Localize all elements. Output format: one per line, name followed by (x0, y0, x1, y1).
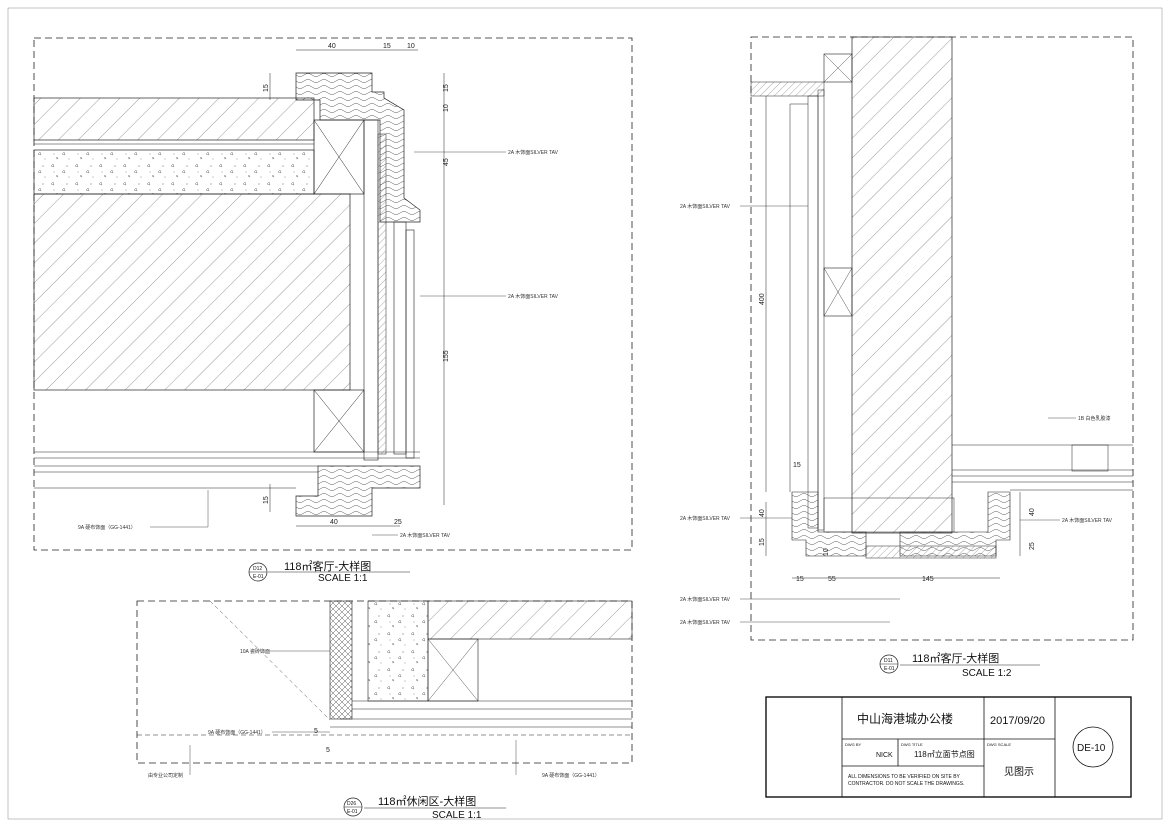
dim-d11-10: 10 (823, 548, 830, 556)
dim-d11-r25: 25 (1029, 542, 1036, 550)
dim-d11-40: 40 (759, 509, 766, 517)
wood-profile-top (295, 72, 421, 223)
dim-right-4: 155 (443, 350, 450, 362)
dim-bottom-2: 25 (394, 519, 402, 526)
concrete-layer (33, 149, 315, 195)
dim-d11-400: 400 (759, 293, 766, 305)
dim-left-1: 15 (263, 84, 270, 92)
tag-d11-5: 2A 木饰面SILVER TAV (680, 619, 731, 626)
dwg-by-label: DWG BY (845, 742, 862, 747)
project-name: 中山海港城办公楼 (857, 711, 953, 726)
dwg-scale-label: DWG SCALE (987, 742, 1011, 747)
note-d26: 由专业公司定制 (148, 772, 183, 779)
tag-d26-1: 10A 瓷砖饰面 (240, 648, 270, 655)
dim-right-3: 45 (443, 158, 450, 166)
tag-d12-3: 2A 木饰面SILVER TAV (400, 532, 451, 539)
detail-d11: 400 15 40 15 10 40 25 15 55 145 2A 木饰面SI… (680, 36, 1134, 679)
dim-d11-15a: 15 (793, 462, 801, 469)
tag-d11-3: 2A 木饰面SILVER TAV (1062, 517, 1113, 524)
dwg-title-label: DWG TITLE (901, 742, 923, 747)
dim-d26-2: 5 (326, 747, 330, 754)
tag-d12-2: 2A 木饰面SILVER TAV (508, 293, 559, 300)
detail-d26: 10A 瓷砖饰面 9A 硬布饰面（GG-1441） 9A 硬布饰面（GG-144… (136, 600, 633, 821)
dwg-scale: 见图示 (1004, 766, 1034, 778)
tag-d26-2: 9A 硬布饰面（GG-1441） (208, 729, 266, 736)
dim-top-2: 15 (383, 43, 391, 50)
tag-d26-3: 9A 硬布饰面（GG-1441） (542, 772, 600, 779)
dim-d26-1: 5 (314, 728, 318, 735)
dim-top-1: 40 (328, 43, 336, 50)
wood-profile-bottom (295, 465, 421, 517)
dim-right-2: 10 (443, 104, 450, 112)
dim-d11-b15: 15 (796, 576, 804, 583)
title-d26: 118㎡休闲区-大样图 (378, 794, 476, 808)
dwg-by: NICK (876, 752, 893, 759)
issue-date: 2017/09/20 (990, 715, 1045, 727)
dim-bottom-1: 40 (330, 519, 338, 526)
dim-d11-r40: 40 (1029, 508, 1036, 516)
slab-hatch (33, 97, 315, 141)
title-d11: 118㎡客厅-大样图 (912, 651, 999, 665)
verify-note: ALL DIMENSIONS TO BE VERIFIED ON SITE BY… (848, 774, 965, 787)
dwg-title: 118㎡立面节点图 (914, 749, 975, 759)
scale-d11: SCALE 1:2 (962, 668, 1012, 679)
dim-d11-15b: 15 (759, 538, 766, 546)
tag-d12-1: 2A 木饰面SILVER TAV (508, 149, 559, 156)
scale-d26: SCALE 1:1 (432, 810, 482, 821)
dim-d11-b55: 55 (828, 576, 836, 583)
column-hatch (851, 36, 953, 534)
dim-left-2: 15 (263, 496, 270, 504)
tag-d11-6: 1B 白色乳胶漆 (1078, 415, 1111, 422)
title-block: 中山海港城办公楼 2017/09/20 DWG BY NICK DWG TITL… (765, 696, 1132, 798)
sheet-number: DE-10 (1077, 743, 1106, 754)
tag-d11-4: 2A 木饰面SILVER TAV (680, 596, 731, 603)
ref-top-d12: D12 (253, 566, 262, 572)
sheet-frame (7, 7, 1163, 820)
dim-top-3: 10 (407, 43, 415, 50)
ref-top-d26: D26 (347, 801, 356, 807)
title-d12: 118㎡客厅-大样图 (284, 559, 371, 573)
tag-d11-2: 2A 木饰面SILVER TAV (680, 515, 731, 522)
ref-bottom-d26: E-01 (347, 809, 358, 815)
tag-d12-4: 9A 硬布饰面（GG-1441） (78, 524, 136, 531)
wall-hatch (33, 193, 351, 391)
ref-bottom-d12: E-01 (253, 574, 264, 580)
detail-d12: 40 15 10 15 10 45 155 15 15 40 25 2A 木饰面… (33, 37, 633, 584)
dim-d11-b145: 145 (922, 576, 934, 583)
sheet-number-bubble (1072, 726, 1114, 768)
dim-right-1: 15 (443, 84, 450, 92)
scale-d12: SCALE 1:1 (318, 573, 368, 584)
ref-top-d11: D11 (884, 658, 893, 664)
ref-bottom-d11: E-01 (884, 666, 895, 672)
tag-d11-1: 2A 木饰面SILVER TAV (680, 203, 731, 210)
